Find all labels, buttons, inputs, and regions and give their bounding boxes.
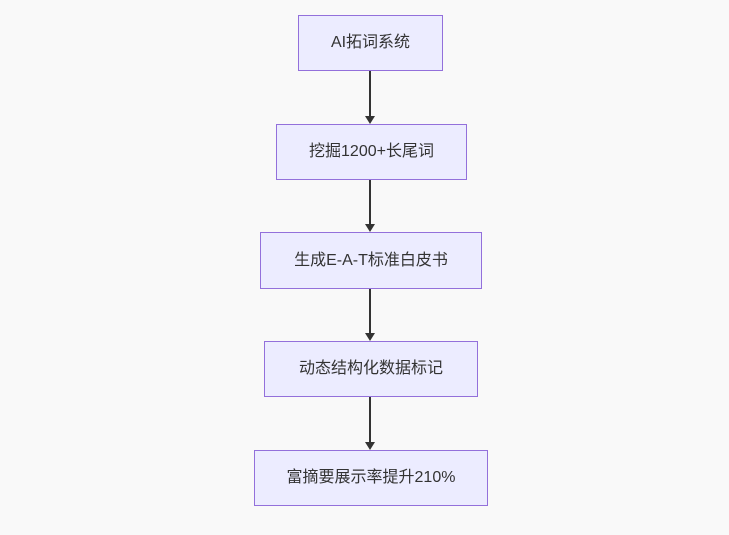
arrowhead-down-icon (365, 224, 375, 232)
connector-arrow-1 (365, 71, 375, 124)
flow-node-label: 挖掘1200+长尾词 (309, 143, 434, 160)
arrow-line (369, 397, 371, 442)
flow-node-mine-longtail-keywords: 挖掘1200+长尾词 (276, 124, 467, 180)
flow-node-rich-snippet-rate-increase: 富摘要展示率提升210% (254, 450, 488, 506)
flow-node-ai-word-expansion-system: AI拓词系统 (298, 15, 443, 71)
flow-node-label: 生成E-A-T标准白皮书 (294, 251, 448, 269)
arrowhead-down-icon (365, 116, 375, 124)
flow-node-label: 富摘要展示率提升210% (286, 469, 456, 486)
arrowhead-down-icon (365, 442, 375, 450)
arrow-line (369, 71, 371, 116)
arrow-line (369, 289, 371, 333)
flow-node-dynamic-structured-data-markup: 动态结构化数据标记 (264, 341, 478, 397)
connector-arrow-3 (365, 289, 375, 341)
arrow-line (369, 180, 371, 224)
arrowhead-down-icon (365, 333, 375, 341)
flow-node-label: 动态结构化数据标记 (298, 360, 443, 377)
flow-node-label: AI拓词系统 (330, 34, 411, 51)
connector-arrow-2 (365, 180, 375, 232)
flow-node-generate-eat-whitepaper: 生成E-A-T标准白皮书 (260, 232, 482, 289)
connector-arrow-4 (365, 397, 375, 450)
